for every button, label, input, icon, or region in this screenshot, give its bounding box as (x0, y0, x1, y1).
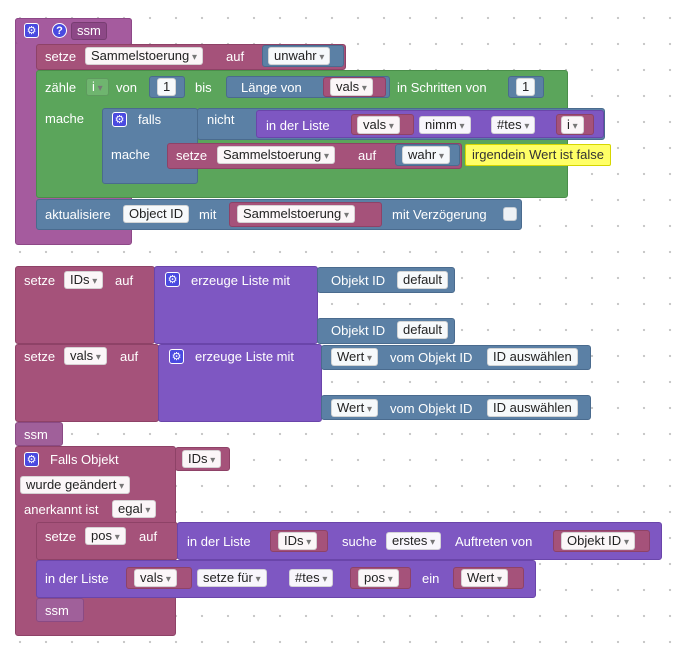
procedure-call-ssm[interactable] (36, 598, 84, 622)
mit-label: mit (199, 207, 217, 222)
ids-var-dropdown[interactable]: IDs (182, 450, 222, 468)
gear-icon[interactable]: ⚙ (169, 349, 184, 364)
setze-label: setze (176, 148, 208, 163)
object-id-label: Objekt ID (331, 323, 386, 338)
loop-var-dropdown[interactable]: i (86, 78, 109, 96)
step-value-field[interactable]: 1 (516, 78, 536, 96)
gear-icon[interactable]: ⚙ (24, 23, 39, 38)
procedure-call-label: ssm (24, 427, 48, 442)
function-name-field[interactable]: ssm (71, 22, 107, 40)
pos-mode-dropdown[interactable]: #tes (491, 116, 536, 134)
boolean-dropdown[interactable]: unwahr (268, 47, 331, 65)
delay-label: mit Verzögerung (392, 207, 487, 222)
ids-var-dropdown[interactable]: IDs (64, 271, 104, 289)
list-label: in der Liste (45, 571, 109, 586)
pos-var-dropdown[interactable]: pos (358, 569, 399, 587)
suche-label: suche (342, 534, 377, 549)
changed-dropdown[interactable]: wurde geändert (20, 476, 131, 494)
in-liste-label: in der Liste (266, 118, 330, 133)
variable-dropdown[interactable]: Sammelstoerung (217, 146, 336, 164)
if-mache-label: mache (111, 147, 151, 162)
in-liste-label: in der Liste (187, 534, 251, 549)
setze-label: setze (45, 529, 77, 544)
vals-var-dropdown[interactable]: vals (134, 569, 177, 587)
setze-label: setze (24, 273, 56, 288)
nicht-label: nicht (207, 112, 235, 127)
auf-label: auf (120, 349, 139, 364)
from-object-label: vom Objekt ID (390, 350, 473, 365)
comment-bubble[interactable]: irgendein Wert ist false (465, 144, 611, 166)
create-list-label: erzeuge Liste mit (195, 349, 294, 364)
value-dropdown[interactable]: Wert (331, 348, 379, 366)
trigger-label: Falls Objekt (50, 452, 119, 467)
create-list-block[interactable] (154, 266, 318, 344)
auf-label: auf (115, 273, 134, 288)
setze-label: setze (24, 349, 56, 364)
von-label: von (116, 80, 137, 95)
object-id-label: Objekt ID (331, 273, 386, 288)
object-id-field[interactable]: Object ID (123, 205, 190, 223)
object-id-dropdown[interactable]: Objekt ID (561, 532, 635, 550)
procedure-call-ssm[interactable] (15, 422, 63, 446)
help-icon[interactable]: ? (52, 23, 67, 38)
falls-label: falls (138, 112, 162, 127)
delay-checkbox[interactable] (503, 207, 517, 221)
from-object-label: vom Objekt ID (390, 401, 473, 416)
variable-dropdown[interactable]: Sammelstoerung (237, 205, 356, 223)
list-var-dropdown[interactable]: vals (357, 116, 400, 134)
boolean-dropdown[interactable]: wahr (402, 146, 450, 164)
index-var-dropdown[interactable]: i (561, 116, 584, 134)
auf-label: auf (226, 49, 245, 64)
variable-dropdown[interactable]: Sammelstoerung (85, 47, 204, 65)
object-id-value[interactable]: default (397, 271, 449, 289)
gear-icon[interactable]: ⚙ (165, 272, 180, 287)
pos-mode-dropdown[interactable]: #tes (289, 569, 334, 587)
gear-icon[interactable]: ⚙ (112, 112, 127, 127)
gear-icon[interactable]: ⚙ (24, 452, 39, 467)
auf-label: auf (139, 529, 158, 544)
mache-label: mache (45, 111, 85, 126)
vals-var-dropdown[interactable]: vals (64, 347, 107, 365)
auf-label: auf (358, 148, 377, 163)
create-list-label: erzeuge Liste mit (191, 273, 290, 288)
list-set-block[interactable] (36, 560, 536, 598)
zaehle-label: zähle (45, 80, 77, 95)
bis-label: bis (195, 80, 212, 95)
first-mode-dropdown[interactable]: erstes (386, 532, 442, 550)
select-id-field[interactable]: ID auswählen (487, 399, 578, 417)
object-id-value[interactable]: default (397, 321, 449, 339)
from-value-field[interactable]: 1 (157, 78, 177, 96)
value-dropdown[interactable]: Wert (331, 399, 379, 417)
set-vals-block[interactable] (15, 344, 159, 422)
pos-var-dropdown[interactable]: pos (85, 527, 126, 545)
ein-label: ein (422, 571, 440, 586)
setze-fuer-dropdown[interactable]: setze für (197, 569, 267, 587)
select-id-field[interactable]: ID auswählen (487, 348, 578, 366)
aktualisiere-label: aktualisiere (45, 207, 111, 222)
procedure-call-label: ssm (45, 603, 69, 618)
list-op-dropdown[interactable]: nimm (419, 116, 471, 134)
ack-dropdown[interactable]: egal (112, 500, 157, 518)
wert-dropdown[interactable]: Wert (461, 569, 509, 587)
list-var-dropdown[interactable]: vals (330, 78, 373, 96)
setze-label: setze (45, 49, 77, 64)
ack-label: anerkannt ist (24, 502, 99, 517)
step-label: in Schritten von (397, 80, 487, 95)
ids-var-dropdown[interactable]: IDs (278, 532, 318, 550)
auftreten-label: Auftreten von (455, 534, 533, 549)
create-list-block[interactable] (158, 344, 322, 422)
laenge-label: Länge von (241, 80, 302, 95)
